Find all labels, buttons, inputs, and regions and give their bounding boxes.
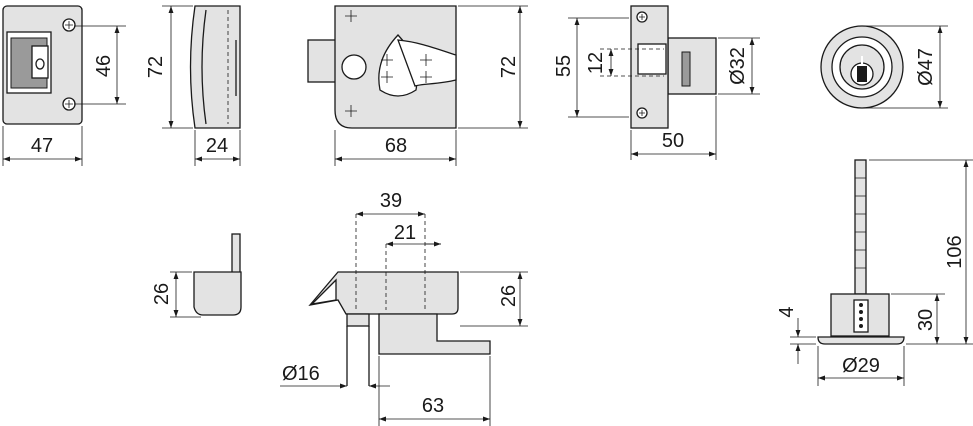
lock-body-view: 68 72	[307, 5, 528, 166]
dim-front-height: 46	[93, 55, 115, 77]
screw-icon	[62, 97, 76, 111]
dim-cylinder-diameter: Ø32	[727, 47, 749, 85]
plan-view: 39 21 26 Ø16 63	[280, 190, 528, 426]
dim-flange: 4	[776, 306, 798, 317]
dim-plan-63: 63	[422, 395, 444, 417]
bolt-section-view: 55 12 Ø32 50	[553, 5, 760, 160]
staple-view: 26	[151, 233, 242, 318]
screw-icon	[636, 107, 648, 119]
dim-bolt-inner: 12	[585, 52, 607, 74]
cylinder-rose-view: Ø47	[820, 25, 948, 109]
dim-plan-height: 26	[498, 285, 520, 307]
screw-icon	[636, 11, 648, 23]
dim-body-height: 72	[498, 56, 520, 78]
front-plate-view: 47 46	[2, 5, 126, 166]
dim-front-width: 47	[31, 135, 53, 157]
dim-cylinder-length: 106	[944, 235, 966, 268]
dim-plan-21: 21	[394, 222, 416, 244]
screw-mark-icon	[345, 10, 357, 22]
dim-bolt-height: 55	[553, 55, 575, 77]
keyhole-icon	[857, 56, 867, 82]
dim-knob-diameter: Ø16	[282, 363, 320, 385]
dim-bolt-length: 50	[662, 130, 684, 152]
dim-body-width: 68	[385, 135, 407, 157]
screw-mark-icon	[345, 105, 357, 117]
dim-rose-diameter: Ø47	[915, 48, 937, 86]
pin-icon	[859, 303, 863, 328]
screw-icon	[62, 18, 76, 32]
dim-side-depth: 24	[206, 135, 228, 157]
dim-cylinder-base: Ø29	[842, 355, 880, 377]
dim-plan-39: 39	[380, 190, 402, 212]
dim-side-height: 72	[145, 56, 167, 78]
dim-cylinder-body: 30	[915, 309, 937, 331]
dim-staple-height: 26	[151, 283, 173, 305]
cylinder-side-view: 106 30 4 Ø29	[776, 159, 973, 386]
side-view: 72 24	[145, 5, 241, 166]
